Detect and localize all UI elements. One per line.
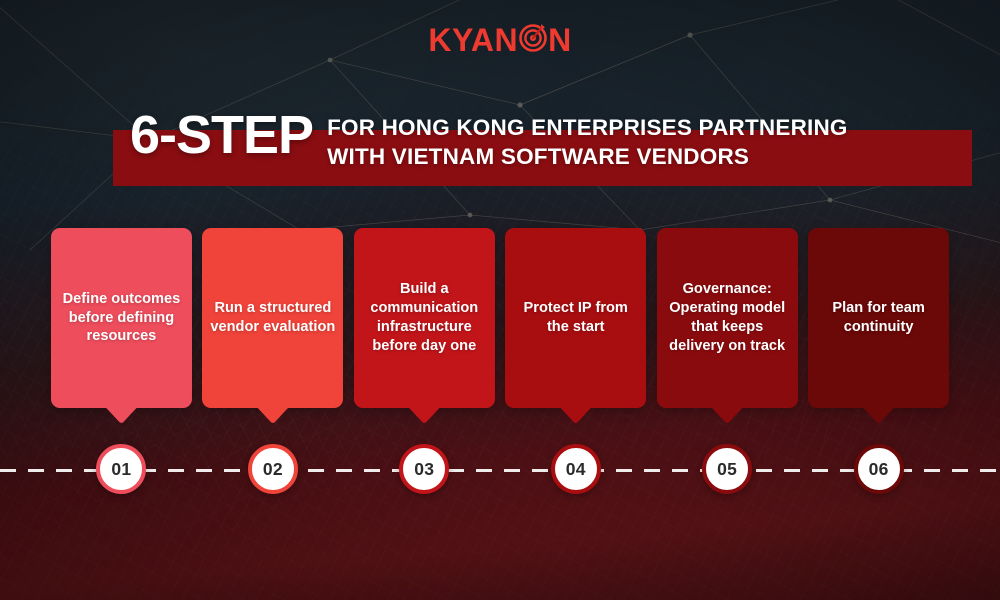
step-card[interactable]: Plan for team continuity [808,228,950,423]
step-number-badge[interactable]: 01 [96,444,147,494]
step-number-badge[interactable]: 04 [550,444,601,494]
step-card-text: Define outcomes before defining resource… [62,290,181,345]
step-number-label: 01 [111,458,132,479]
timeline-marker-slot: 02 [202,444,343,496]
step-card-list: Define outcomes before defining resource… [51,228,950,423]
header-step-count: 6-STEP [130,105,314,165]
header-title-line1: FOR HONG KONG ENTERPRISES PARTNERING [327,115,848,140]
timeline-marker-slot: 04 [505,444,646,496]
step-number-badge[interactable]: 05 [702,444,753,494]
step-number-label: 02 [262,458,283,479]
step-card[interactable]: Build a communication infrastructure bef… [353,228,495,423]
timeline-marker-slot: 05 [657,444,798,496]
step-number-label: 05 [717,458,738,479]
step-card[interactable]: Run a structured vendor evaluation [202,228,344,423]
step-card[interactable]: Protect IP from the start [505,228,647,423]
header-title-line2: WITH VIETNAM SOFTWARE VENDORS [327,143,750,169]
header-title: FOR HONG KONG ENTERPRISES PARTNERING WIT… [313,100,848,172]
step-card-text: Build a communication infrastructure bef… [370,281,479,354]
step-card[interactable]: Define outcomes before defining resource… [51,228,192,423]
step-number-badge[interactable]: 06 [853,444,904,494]
step-number-badge[interactable]: 03 [399,444,450,494]
step-number-label: 06 [868,458,889,479]
header-banner-band [113,130,972,186]
header: 6-STEP FOR HONG KONG ENTERPRISES PARTNER… [0,100,1000,195]
timeline-step-markers: 01 02 03 04 05 06 [51,444,949,496]
logo-text-right: N [548,21,572,58]
step-card[interactable]: Governance: Operating model that keeps d… [656,228,798,423]
timeline-marker-slot: 06 [808,444,949,496]
step-card-text: Protect IP from the start [523,300,628,335]
step-number-badge[interactable]: 02 [247,444,298,494]
step-card-text: Governance: Operating model that keeps d… [669,281,786,354]
timeline-marker-slot: 03 [354,444,495,496]
brand-logo: KYAN N [0,22,1000,57]
timeline-dashed-line [0,469,1000,472]
step-number-label: 03 [414,458,435,479]
step-number-label: 04 [565,458,586,479]
step-card-text: Plan for team continuity [832,300,925,335]
step-card-text: Run a structured vendor evaluation [210,300,336,335]
timeline-marker-slot: 01 [51,444,192,496]
target-bullseye-icon [518,22,548,57]
logo-text-left: KYAN [428,21,519,58]
